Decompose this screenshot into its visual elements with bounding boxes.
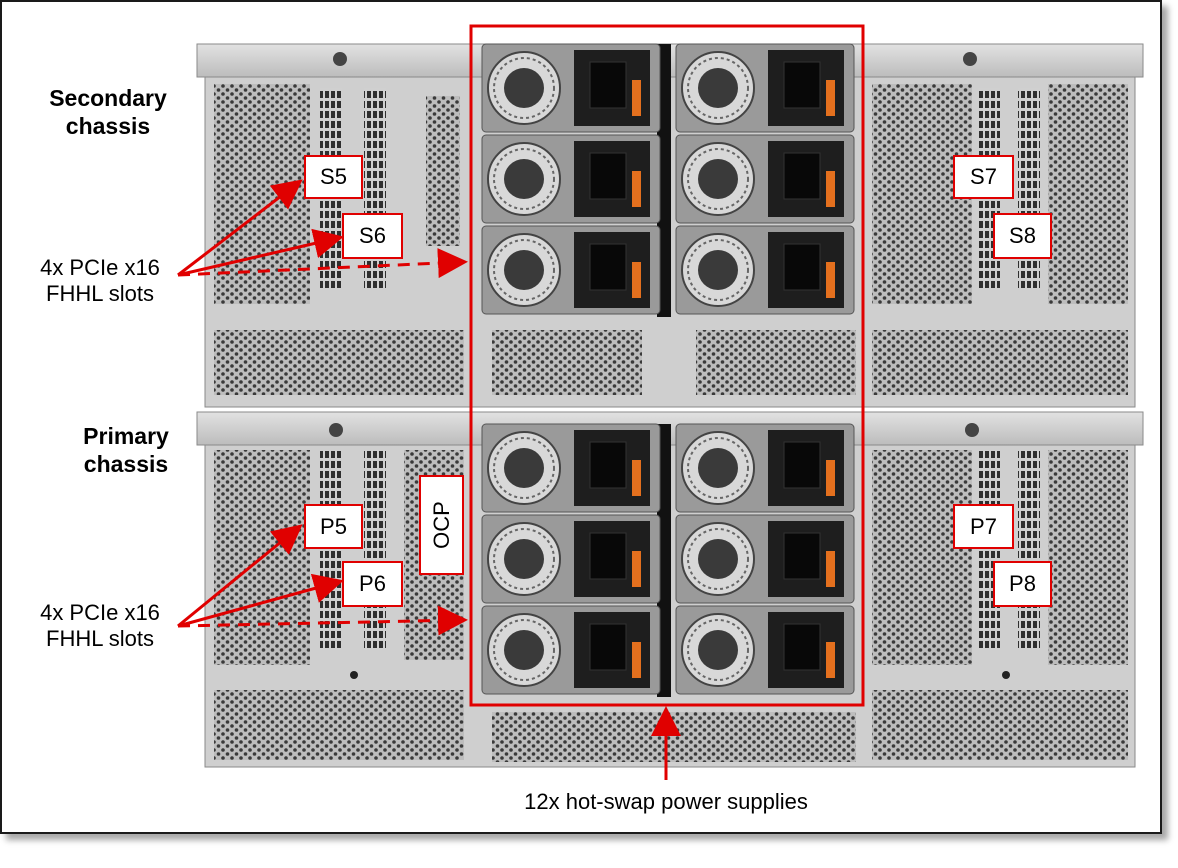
power-supply-unit[interactable] (675, 605, 855, 695)
psu-release-latch[interactable] (826, 460, 835, 496)
power-supply-unit[interactable] (675, 134, 855, 224)
power-supply-unit[interactable] (481, 43, 661, 133)
secondary-chassis-label: Secondary chassis (49, 85, 167, 139)
slot-label-s8: S8 (993, 213, 1052, 259)
pcie-callout-primary: 4x PCIe x16 FHHL slots (40, 600, 160, 651)
power-supply-unit[interactable] (675, 514, 855, 604)
slot-label-p8: P8 (993, 561, 1052, 607)
power-supply-unit[interactable] (675, 43, 855, 133)
psu-release-latch[interactable] (632, 80, 641, 116)
psu-release-latch[interactable] (632, 551, 641, 587)
power-supplies-caption: 12x hot-swap power supplies (524, 789, 808, 814)
power-supply-unit[interactable] (481, 605, 661, 695)
primary-chassis-label: Primary chassis (83, 423, 169, 477)
power-supply-unit[interactable] (675, 423, 855, 513)
psu-release-latch[interactable] (632, 262, 641, 298)
slot-label-p6: P6 (342, 561, 403, 607)
power-supply-bays (481, 43, 855, 697)
psu-release-latch[interactable] (826, 262, 835, 298)
psu-release-latch[interactable] (826, 551, 835, 587)
power-supply-unit[interactable] (481, 423, 661, 513)
slot-label-s6: S6 (342, 213, 403, 259)
psu-release-latch[interactable] (632, 460, 641, 496)
psu-release-latch[interactable] (826, 642, 835, 678)
psu-release-latch[interactable] (632, 171, 641, 207)
power-supply-unit[interactable] (481, 225, 661, 315)
power-supply-unit[interactable] (675, 225, 855, 315)
slot-label-s5: S5 (304, 155, 363, 199)
psu-release-latch[interactable] (826, 80, 835, 116)
power-supply-unit[interactable] (481, 134, 661, 224)
ocp-slot-label: OCP (419, 475, 464, 575)
power-supplies-highlight-box (469, 24, 865, 707)
arrow-to-primary-slots (177, 605, 468, 636)
arrow-to-s5 (177, 179, 303, 277)
callouts (177, 24, 865, 780)
arrow-to-p6 (177, 573, 344, 628)
arrow-to-s6 (177, 228, 344, 277)
power-supply-unit[interactable] (481, 514, 661, 604)
slot-label-s7: S7 (953, 155, 1014, 199)
slot-label-p5: P5 (304, 504, 363, 549)
slot-label-p7: P7 (953, 504, 1014, 549)
pcie-callout-secondary: 4x PCIe x16 FHHL slots (40, 255, 160, 306)
arrow-to-secondary-slots (177, 248, 468, 279)
psu-release-latch[interactable] (632, 642, 641, 678)
arrow-to-p5 (177, 524, 303, 628)
psu-release-latch[interactable] (826, 171, 835, 207)
